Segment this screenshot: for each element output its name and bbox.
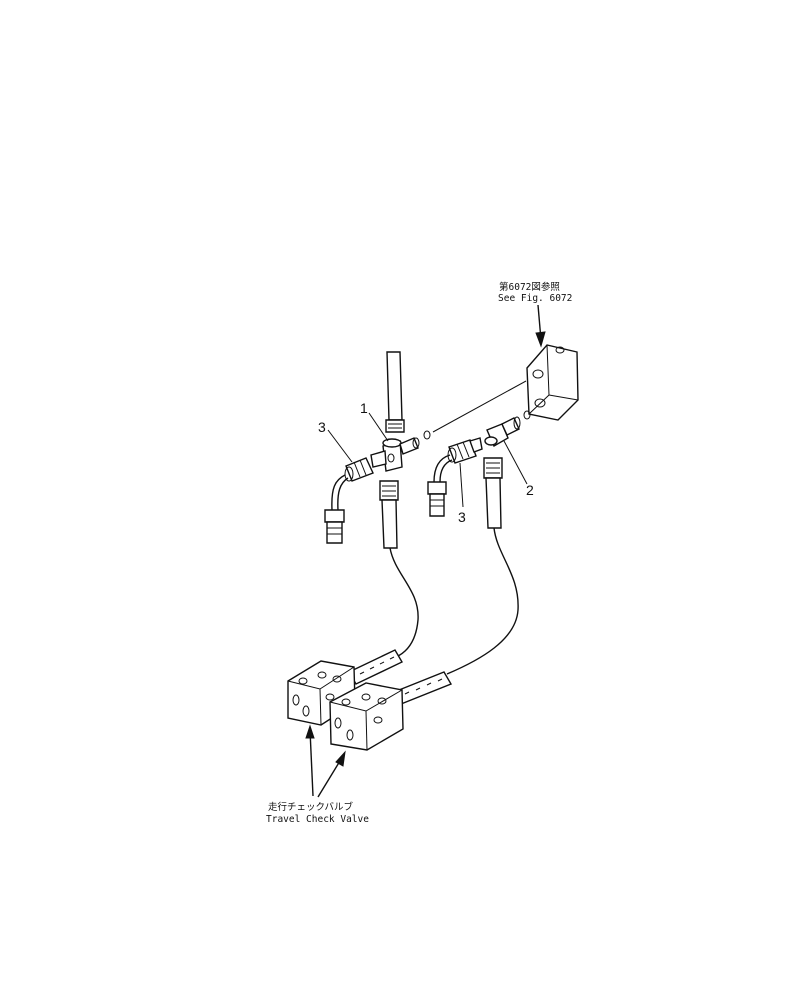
pilot-tube-left bbox=[331, 474, 346, 511]
elbow-fitting bbox=[484, 416, 521, 447]
see-fig-note-en: See Fig. 6072 bbox=[498, 293, 572, 304]
see-fig-note-jp: 第6072図参照 bbox=[499, 281, 560, 293]
callout-2: 2 bbox=[526, 482, 534, 498]
callout-3-left: 3 bbox=[318, 419, 326, 435]
leader-3-left bbox=[327, 429, 353, 463]
valve-arrowhead-2 bbox=[335, 750, 346, 767]
pilot-tube-left-b bbox=[337, 477, 349, 511]
check-valve-left bbox=[344, 457, 374, 482]
o-ring-right bbox=[523, 410, 531, 420]
o-ring-left bbox=[423, 430, 431, 440]
valve-block-ref bbox=[526, 344, 579, 421]
travel-check-valve-label-en: Travel Check Valve bbox=[266, 814, 369, 825]
reference-arrowhead bbox=[535, 331, 546, 348]
travel-check-valve-front bbox=[329, 671, 453, 751]
pilot-tube-right bbox=[433, 454, 451, 483]
check-valve-right bbox=[447, 437, 483, 464]
travel-check-valve-label-jp: 走行チェックバルブ bbox=[268, 801, 354, 813]
pilot-tube-right-b bbox=[439, 459, 453, 483]
quick-coupler-right bbox=[427, 481, 447, 517]
valve-arrow-1 bbox=[309, 729, 314, 797]
valve-arrowhead-1 bbox=[305, 724, 315, 739]
hose-line-left bbox=[389, 547, 419, 658]
right-lower-hose bbox=[483, 457, 503, 529]
left-lower-hose bbox=[379, 480, 399, 549]
callout-1: 1 bbox=[360, 400, 368, 416]
upper-hose bbox=[385, 351, 405, 433]
hose-line-right bbox=[446, 527, 519, 675]
tee-fitting bbox=[370, 437, 420, 472]
quick-coupler-left bbox=[324, 509, 345, 544]
leader-3-right bbox=[459, 462, 464, 508]
callout-3-right: 3 bbox=[458, 509, 466, 525]
leader-2 bbox=[503, 440, 528, 485]
drain-line bbox=[432, 380, 527, 433]
leader-1 bbox=[368, 412, 389, 442]
